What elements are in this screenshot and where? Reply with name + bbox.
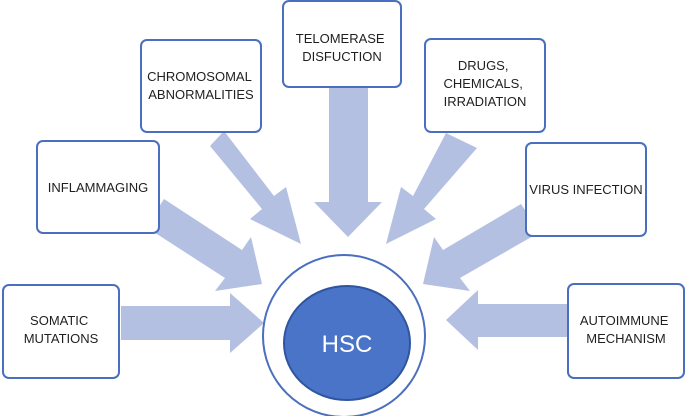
arrow-drugs-chemicals-irradiation [386,133,477,244]
box-label: TELOMERASE DISFUCTION [296,31,388,64]
hsc-inner-circle [283,285,411,401]
box-label: AUTOIMMUNE MECHANISM [580,313,672,346]
box-label: DRUGS, CHEMICALS, IRRADIATION [443,58,526,109]
box-drugs-chemicals-irradiation: DRUGS, CHEMICALS, IRRADIATION [424,38,546,133]
box-autoimmune-mechanism: AUTOIMMUNE MECHANISM [567,283,685,379]
box-chromosomal-abnormalities: CHROMOSOMAL ABNORMALITIES [140,39,262,133]
box-label: CHROMOSOMAL ABNORMALITIES [147,69,255,102]
box-label: VIRUS INFECTION [529,182,642,197]
box-label: INFLAMMAGING [48,180,148,195]
arrow-somatic-mutations [121,293,264,353]
arrow-chromosomal-abnormalities [210,131,301,244]
hsc-label: HSC [322,331,373,358]
arrow-virus-infection [423,204,540,291]
box-virus-infection: VIRUS INFECTION [525,142,647,237]
arrow-autoimmune-mechanism [446,290,567,350]
hsc-node: HSC [262,254,426,416]
box-inflammaging: INFLAMMAGING [36,140,160,234]
box-somatic-mutations: SOMATIC MUTATIONS [2,284,120,379]
arrow-inflammaging [146,199,262,291]
box-label: SOMATIC MUTATIONS [24,313,99,346]
box-telomerase-disfuction: TELOMERASE DISFUCTION [282,0,402,88]
arrow-telomerase-disfuction [314,88,382,237]
